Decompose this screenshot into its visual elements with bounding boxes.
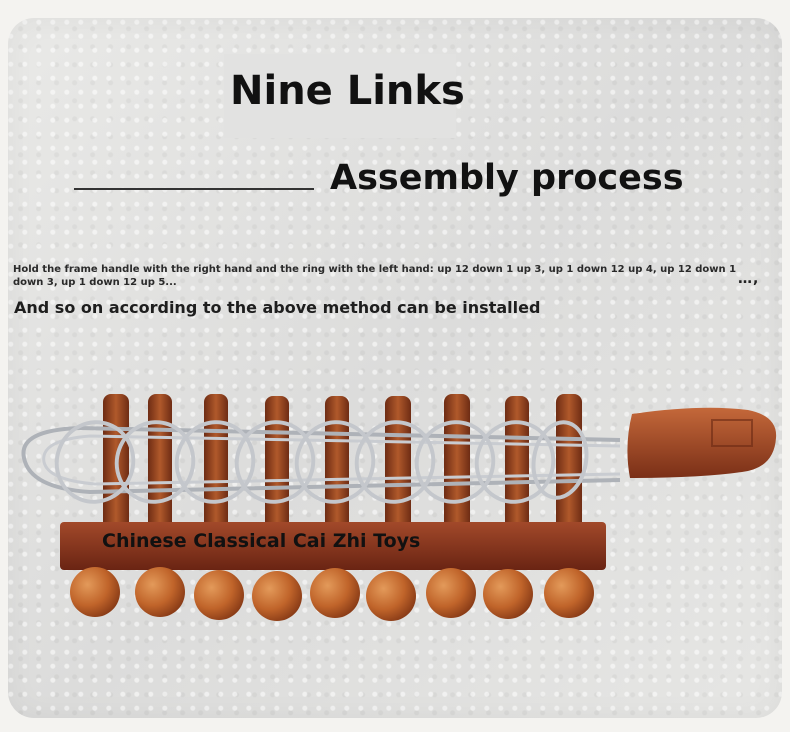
wooden-handle	[627, 407, 777, 478]
assembly-instructions: Hold the frame handle with the right han…	[13, 264, 737, 288]
page-title: Nine Links	[230, 68, 465, 114]
handle-stamp	[711, 419, 753, 447]
wooden-base	[60, 522, 606, 570]
wooden-beads	[70, 567, 594, 621]
metal-rings	[54, 420, 589, 504]
product-caption: Chinese Classical Cai Zhi Toys	[102, 530, 421, 552]
heading-rule	[74, 188, 314, 190]
title-highlight	[224, 54, 456, 138]
instructions-note: And so on according to the above method …	[14, 298, 541, 317]
instructions-ellipsis: …,	[738, 271, 760, 287]
nine-links-puzzle-image	[21, 394, 777, 621]
section-subtitle: Assembly process	[330, 158, 684, 198]
